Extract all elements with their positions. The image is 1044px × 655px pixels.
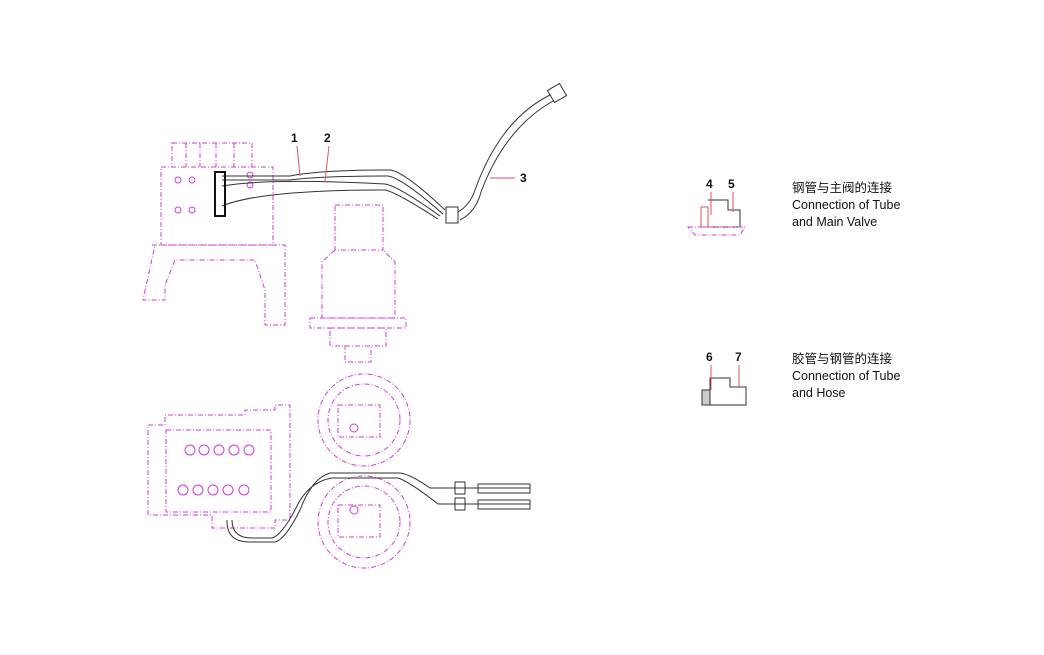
callout-2: 2 bbox=[324, 131, 331, 145]
caption-en-2: and Hose bbox=[792, 386, 846, 400]
caption-cn: 钢管与主阀的连接 bbox=[792, 181, 893, 195]
callout-4: 4 bbox=[706, 177, 713, 191]
steel-tubes-bottom bbox=[226, 472, 531, 543]
callout-6: 6 bbox=[706, 350, 713, 364]
detail-tube-main-valve-drawing bbox=[686, 199, 746, 236]
hose-top bbox=[445, 82, 568, 224]
travel-motor-top-view bbox=[317, 373, 411, 569]
caption-en-1: Connection of Tube bbox=[792, 198, 901, 212]
callout-5: 5 bbox=[728, 177, 735, 191]
caption-en-2: and Main Valve bbox=[792, 215, 878, 229]
callout-7: 7 bbox=[735, 350, 742, 364]
main-valve-side-view bbox=[142, 142, 286, 326]
rotary-joint-side-view bbox=[309, 204, 407, 363]
caption-en-1: Connection of Tube bbox=[792, 369, 901, 383]
callout-3: 3 bbox=[520, 171, 527, 185]
detail-tube-hose-drawing bbox=[701, 377, 747, 406]
caption-tube-main-valve: 钢管与主阀的连接 Connection of Tube and Main Val… bbox=[792, 180, 900, 231]
caption-cn: 胶管与钢管的连接 bbox=[792, 352, 893, 366]
steel-tubes-top bbox=[214, 169, 446, 220]
main-valve-top-view bbox=[147, 404, 291, 529]
caption-tube-hose: 胶管与钢管的连接 Connection of Tube and Hose bbox=[792, 351, 900, 402]
callout-1: 1 bbox=[291, 131, 298, 145]
